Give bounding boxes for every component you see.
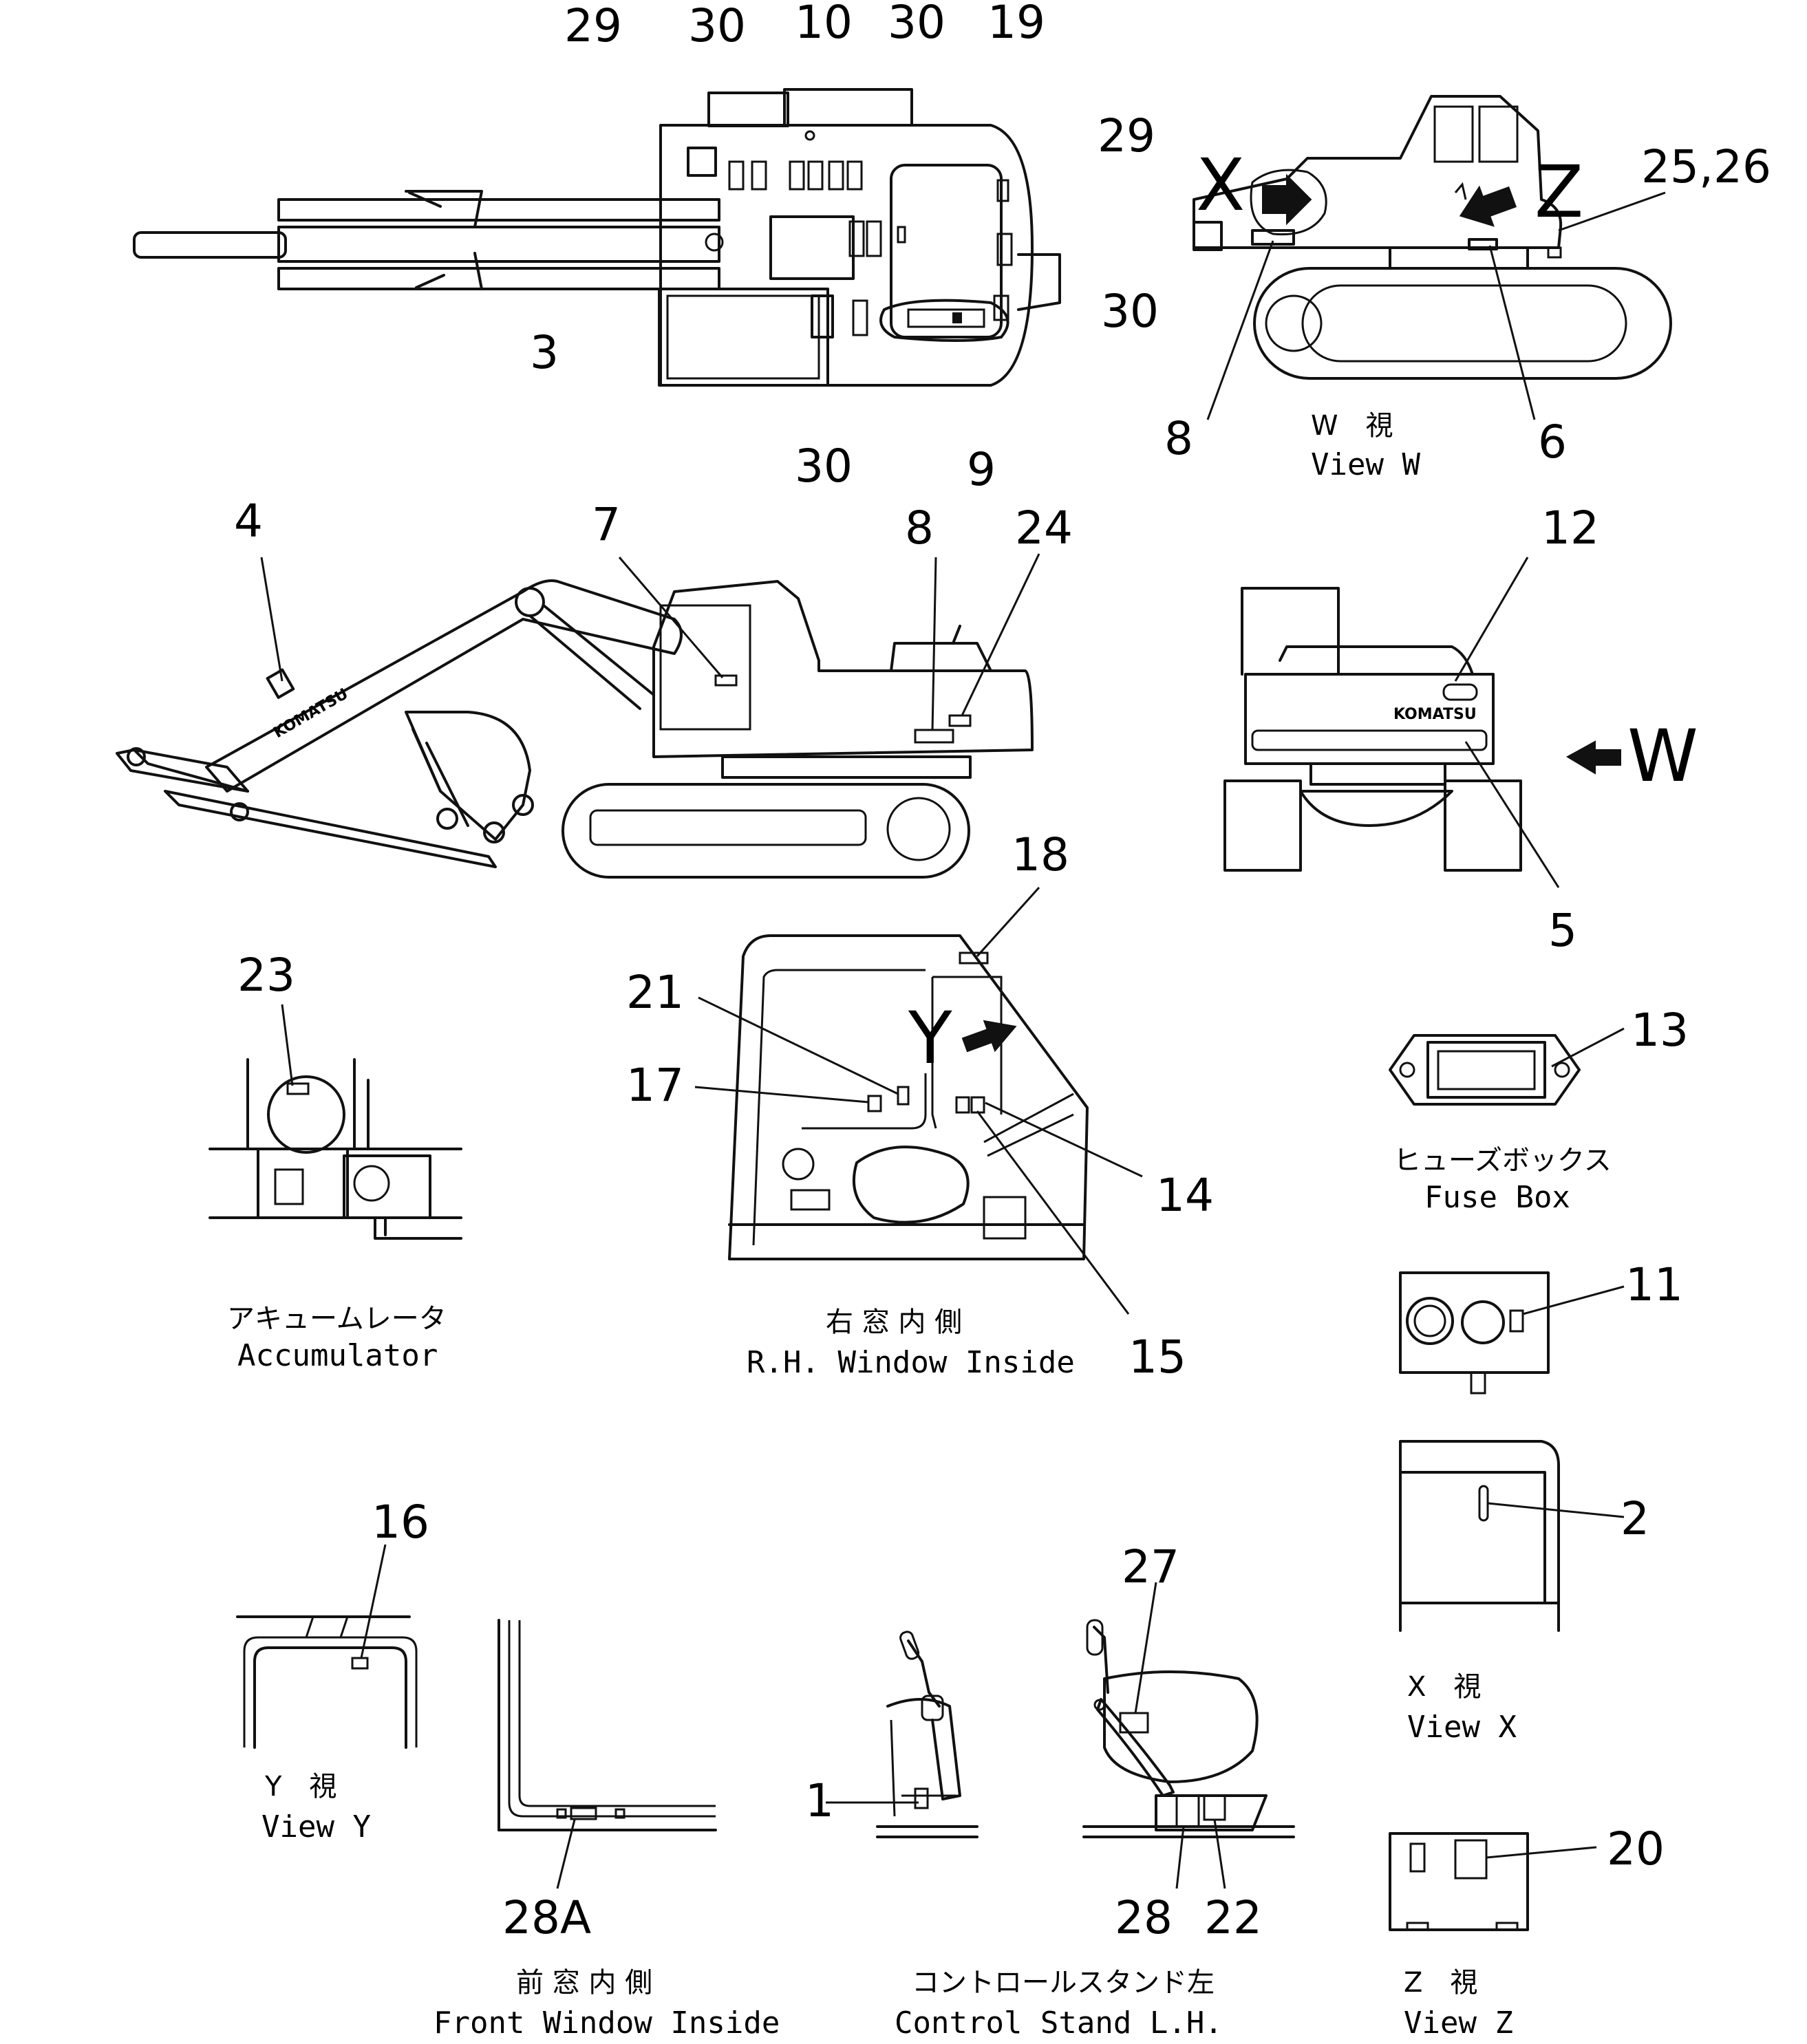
callout-numbers: 29 30 10 30 19 29 30 3 30 9 25,26 8 6 4 … — [234, 0, 1771, 1944]
view-w — [1193, 95, 1672, 420]
callout-30-bottom: 30 — [795, 440, 853, 493]
caption-view-z-en: View Z — [1404, 2005, 1513, 2041]
caption-view-y-en: View Y — [261, 1809, 371, 1844]
callout-3: 3 — [530, 326, 559, 379]
callout-24: 24 — [1015, 502, 1073, 555]
callout-16: 16 — [372, 1496, 429, 1549]
callout-22: 22 — [1204, 1891, 1262, 1944]
rear-view: KOMATSU — [1223, 557, 1621, 888]
view-z — [1389, 1832, 1597, 1931]
callout-2: 2 — [1621, 1492, 1649, 1545]
view-x — [1399, 1440, 1625, 1632]
callout-4: 4 — [234, 495, 263, 548]
view-x-arrow-icon — [1262, 173, 1312, 226]
callout-6: 6 — [1538, 416, 1567, 469]
side-view: KOMATSU — [116, 553, 1040, 879]
captions: W 視 View W アキュームレータ Accumulator 右 窓 内 側 … — [227, 410, 1612, 2041]
caption-view-y-jp: Y 視 — [264, 1771, 336, 1803]
callout-1: 1 — [805, 1774, 834, 1827]
front-window-view — [498, 1619, 717, 1889]
view-z-arrow-icon — [1459, 185, 1517, 227]
caption-front-window-en: Front Window Inside — [434, 2005, 780, 2041]
callout-11: 11 — [1625, 1258, 1683, 1311]
callout-28a: 28A — [502, 1891, 591, 1944]
view-letter-z: Z — [1535, 150, 1583, 234]
caption-rh-window-en: R.H. Window Inside — [747, 1345, 1075, 1380]
switch-panel-view — [1399, 1271, 1625, 1395]
accumulator-view — [208, 1004, 462, 1240]
callout-30-top-left: 30 — [688, 0, 746, 52]
caption-control-stand-jp: コントロールスタンド左 — [912, 1967, 1215, 1999]
caption-fuse-box-jp: ヒューズボックス — [1393, 1145, 1612, 1176]
caption-view-w-jp: W 視 — [1311, 410, 1393, 442]
callout-19: 19 — [987, 0, 1045, 49]
caption-rh-window-jp: 右 窓 内 側 — [826, 1306, 962, 1338]
callout-18: 18 — [1012, 828, 1069, 881]
callout-20: 20 — [1607, 1822, 1665, 1875]
callout-9: 9 — [967, 443, 996, 496]
view-letters: X Z Y W — [908, 143, 1698, 1080]
callout-7: 7 — [592, 498, 621, 551]
view-letter-y: Y — [908, 996, 952, 1080]
caption-accumulator-en: Accumulator — [237, 1338, 438, 1373]
callout-25-26: 25,26 — [1641, 140, 1771, 193]
caption-view-x-jp: X 視 — [1407, 1671, 1481, 1703]
caption-view-z-jp: Z 視 — [1404, 1967, 1477, 1999]
view-y — [236, 1544, 418, 1749]
caption-view-w-en: View W — [1311, 447, 1420, 482]
top-view — [133, 88, 1061, 387]
callout-23: 23 — [237, 949, 295, 1002]
callout-28: 28 — [1115, 1891, 1173, 1944]
caption-front-window-jp: 前 窓 内 側 — [516, 1967, 652, 1999]
callout-5: 5 — [1548, 904, 1577, 957]
callout-8-view-w: 8 — [1164, 412, 1193, 465]
callout-15: 15 — [1129, 1331, 1186, 1384]
callout-17: 17 — [626, 1059, 684, 1112]
view-letter-w: W — [1627, 714, 1698, 798]
callout-21: 21 — [626, 966, 684, 1019]
control-stand-view — [826, 1582, 1295, 1889]
caption-accumulator-jp: アキュームレータ — [227, 1303, 447, 1335]
callout-29-top: 29 — [564, 0, 622, 52]
caption-view-x-en: View X — [1407, 1710, 1517, 1745]
rh-window-view — [694, 886, 1143, 1315]
callout-30-top-right: 30 — [888, 0, 945, 49]
callout-8-side: 8 — [905, 502, 934, 555]
callout-14: 14 — [1156, 1169, 1214, 1222]
caption-control-stand-en: Control Stand L.H. — [895, 2005, 1223, 2041]
callout-30-right: 30 — [1101, 285, 1159, 338]
callout-10: 10 — [795, 0, 853, 49]
caption-fuse-box-en: Fuse Box — [1424, 1180, 1570, 1215]
callout-29-right: 29 — [1098, 109, 1155, 162]
rear-logo-text: KOMATSU — [1393, 706, 1477, 723]
callout-13: 13 — [1631, 1004, 1689, 1057]
callout-12: 12 — [1541, 502, 1599, 555]
callout-27: 27 — [1122, 1540, 1179, 1593]
fuse-box-view — [1389, 1027, 1625, 1106]
view-arrows — [1250, 169, 1517, 236]
view-letter-x: X — [1196, 143, 1245, 227]
